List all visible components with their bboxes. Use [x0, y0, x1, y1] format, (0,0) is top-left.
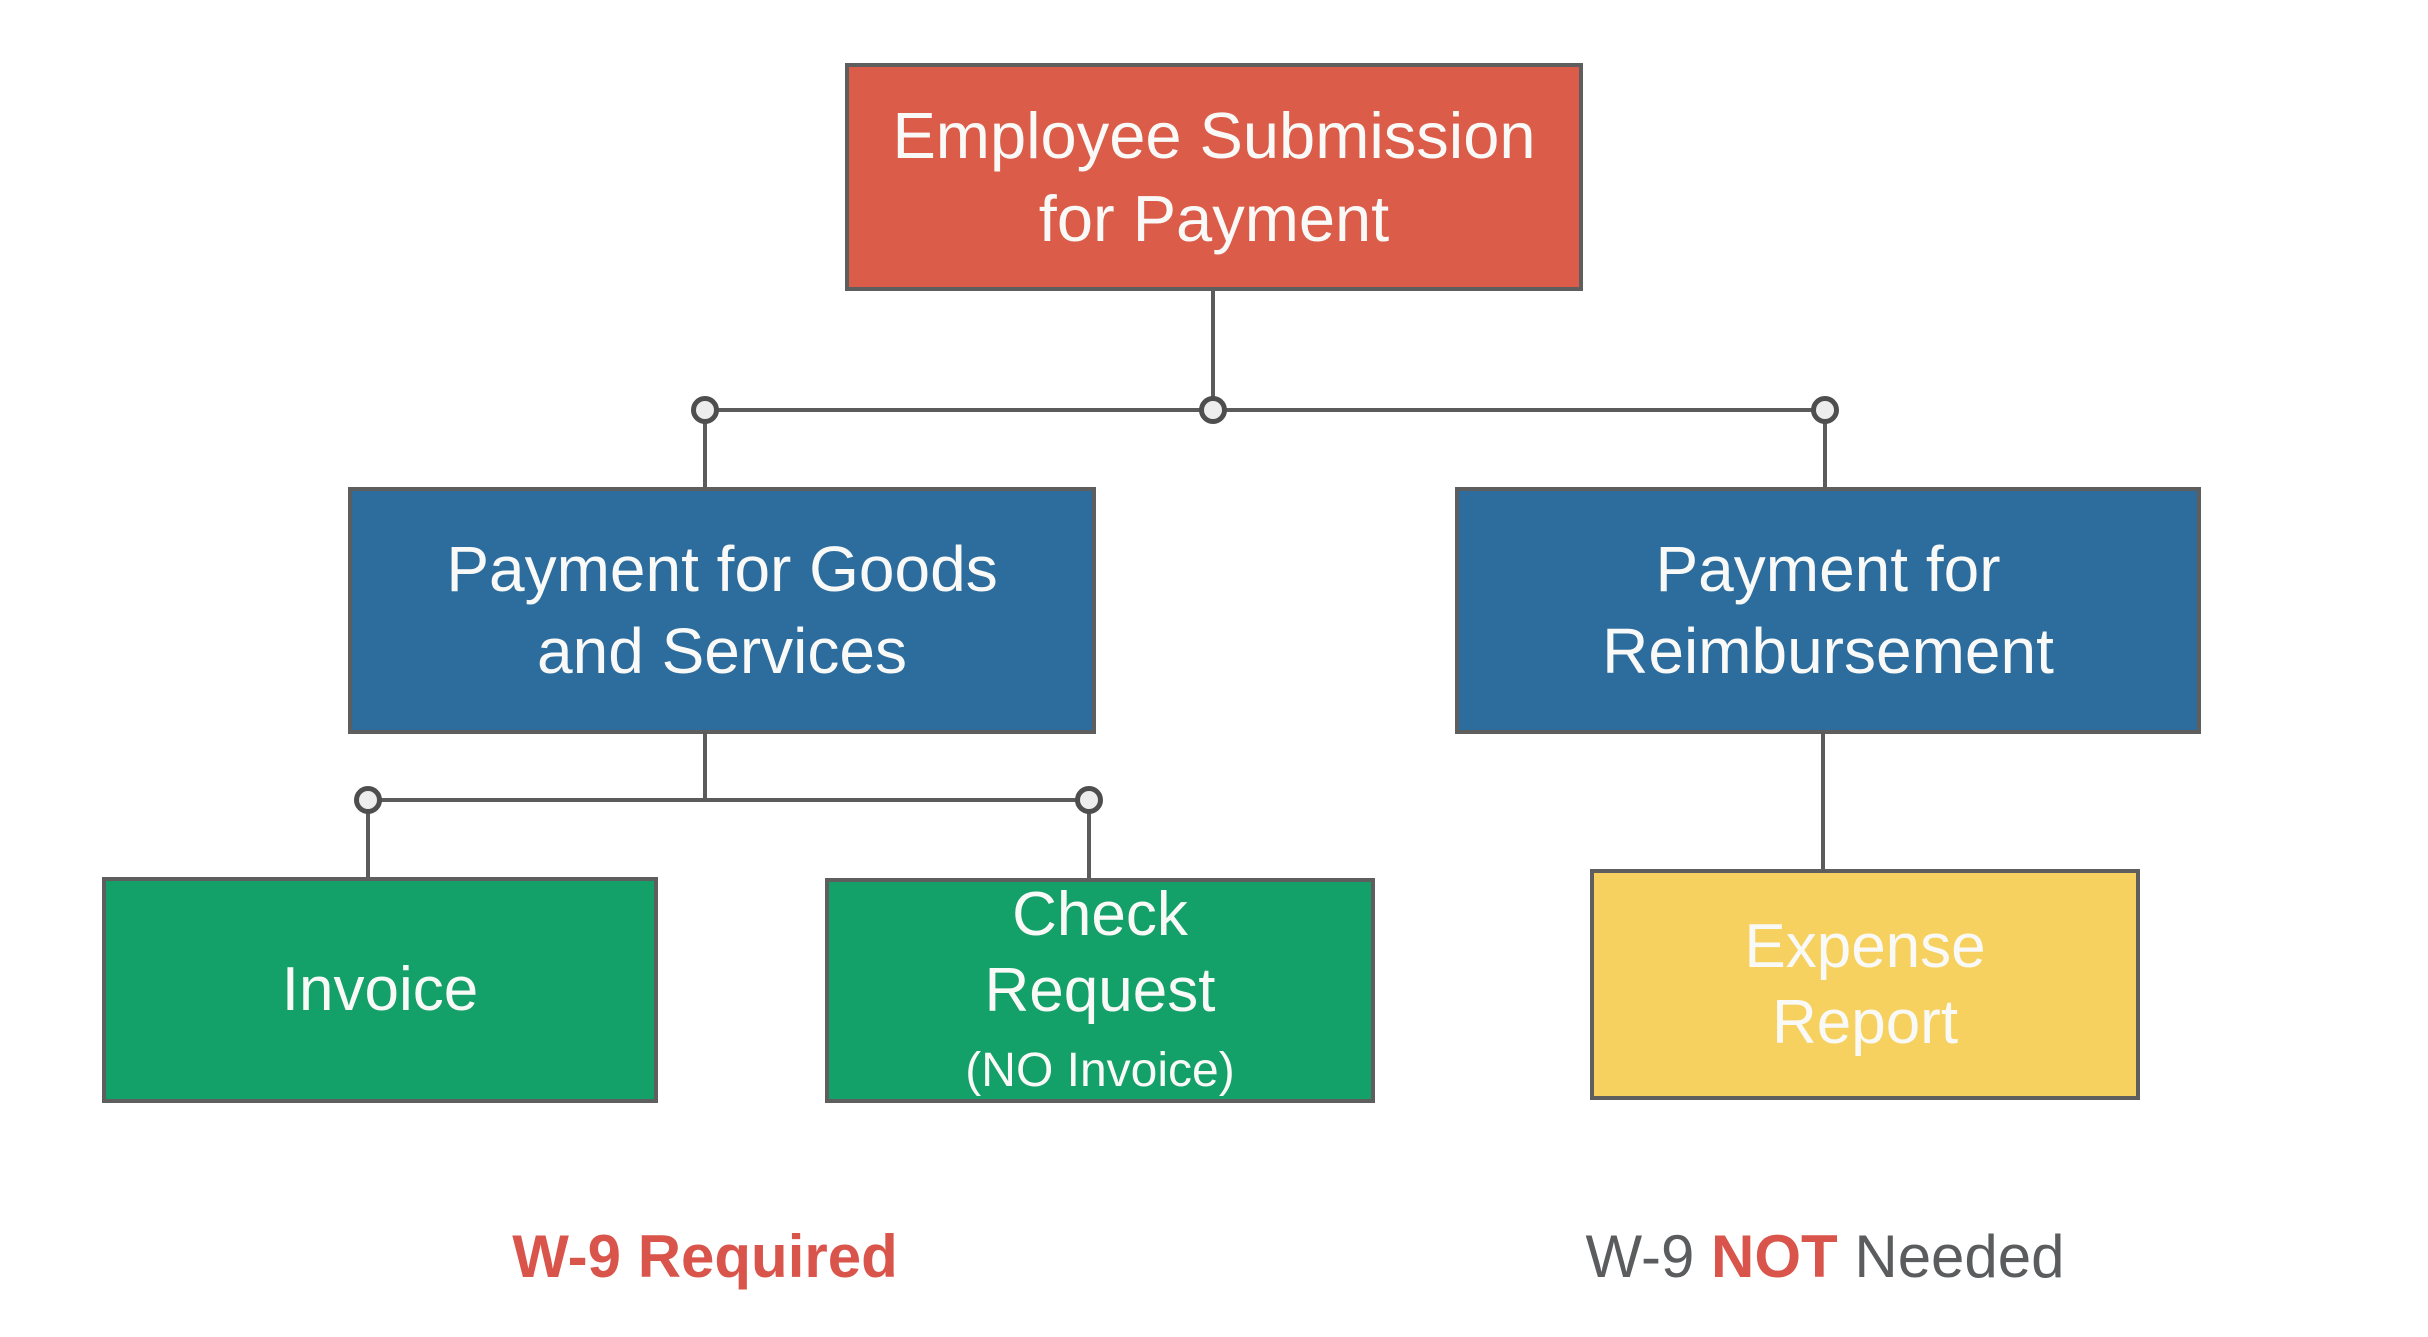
connector-goods-stem — [703, 732, 707, 798]
node-check-request-line1: Check — [1012, 880, 1188, 950]
footnote-w9-not-needed: W-9 NOT Needed — [1420, 1222, 2230, 1291]
connector-sub-horizontal — [368, 798, 1089, 802]
node-payment-reimbursement-label: Payment for Reimbursement — [1602, 529, 2054, 693]
connector-joint-sub-left — [354, 786, 382, 814]
node-payment-reimbursement-line2: Reimbursement — [1602, 614, 2054, 687]
node-employee-submission: Employee Submission for Payment — [845, 63, 1583, 291]
node-employee-submission-line2: for Payment — [1038, 182, 1390, 255]
connector-joint-main-mid — [1199, 396, 1227, 424]
node-payment-goods-services-label: Payment for Goods and Services — [446, 529, 997, 693]
node-check-request-line2: Request — [984, 955, 1216, 1025]
connector-to-invoice — [366, 812, 370, 877]
node-employee-submission-line1: Employee Submission — [892, 98, 1536, 172]
footnote-w9-not-needed-suffix: Needed — [1837, 1223, 2065, 1290]
connector-to-reimbursement — [1823, 422, 1827, 487]
connector-main-horizontal — [705, 408, 1825, 412]
footnote-w9-not-needed-emphasis: NOT — [1711, 1223, 1838, 1290]
connector-to-check-request — [1087, 812, 1091, 878]
node-payment-reimbursement-line1: Payment for — [1655, 532, 2001, 605]
node-payment-goods-services-line1: Payment for Goods — [446, 532, 998, 605]
node-invoice-line1: Invoice — [281, 955, 479, 1025]
node-invoice-label: Invoice — [282, 952, 478, 1028]
connector-to-expense-report — [1821, 732, 1825, 869]
connector-to-goods — [703, 422, 707, 487]
footnote-w9-required: W-9 Required — [512, 1223, 898, 1290]
node-payment-reimbursement: Payment for Reimbursement — [1455, 487, 2201, 734]
connector-joint-sub-right — [1075, 786, 1103, 814]
node-check-request-label: Check Request (NO Invoice) — [965, 877, 1234, 1104]
node-expense-report-line1: Expense — [1744, 911, 1986, 981]
node-invoice: Invoice — [102, 877, 658, 1103]
footnote-w9-not-needed-prefix: W-9 — [1585, 1223, 1712, 1290]
node-employee-submission-label: Employee Submission for Payment — [892, 94, 1535, 260]
node-payment-goods-services: Payment for Goods and Services — [348, 487, 1096, 734]
connector-root-stem — [1211, 291, 1215, 398]
node-payment-goods-services-line2: and Services — [537, 614, 907, 687]
connector-joint-main-right — [1811, 396, 1839, 424]
node-expense-report-label: Expense Report — [1744, 909, 1985, 1060]
node-check-request: Check Request (NO Invoice) — [825, 878, 1375, 1103]
node-expense-report: Expense Report — [1590, 869, 2140, 1100]
node-check-request-line3: (NO Invoice) — [965, 1044, 1235, 1098]
connector-joint-main-left — [691, 396, 719, 424]
node-expense-report-line2: Report — [1771, 987, 1959, 1057]
